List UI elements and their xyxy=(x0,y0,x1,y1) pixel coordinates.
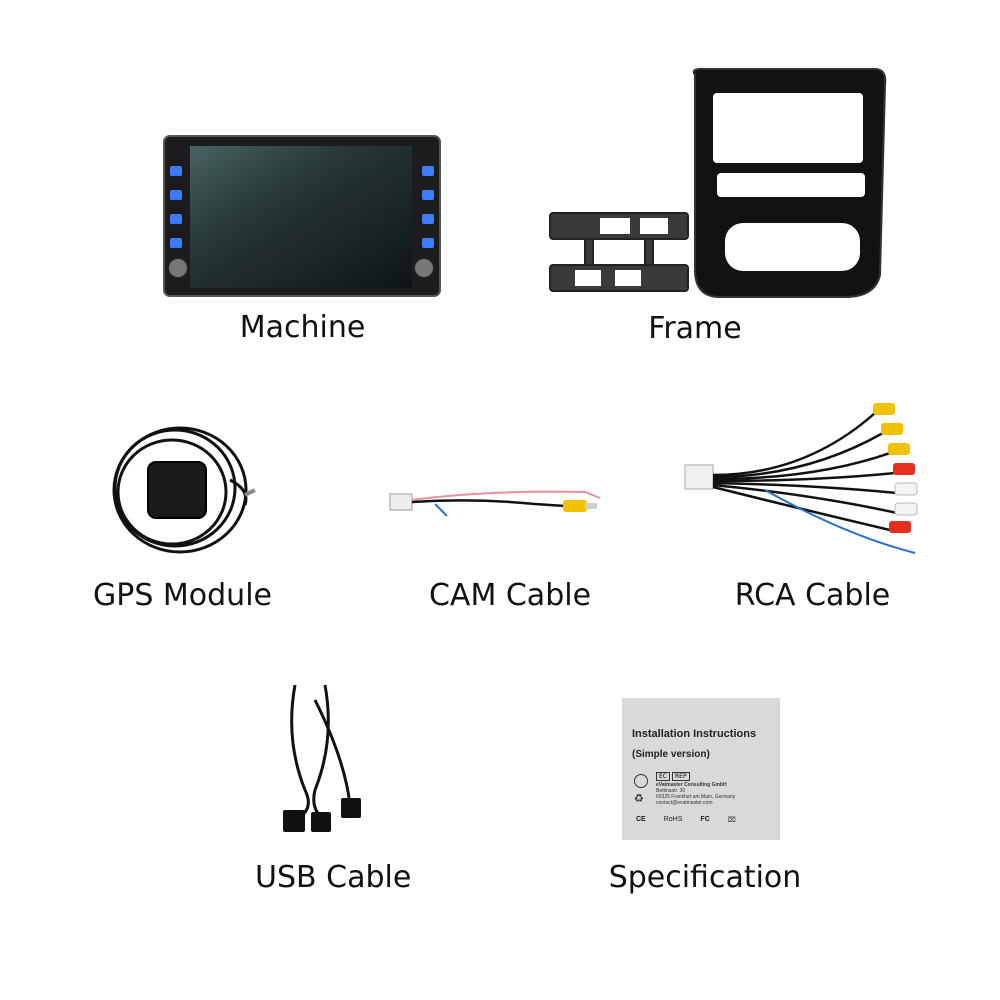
rep-badge: REP xyxy=(671,772,690,781)
spec-label: Specification xyxy=(608,860,802,895)
gps-antenna-image xyxy=(112,426,256,554)
ec-rep-badge: EC REP xyxy=(656,772,690,781)
weee-icon: ⌧ xyxy=(727,817,736,824)
cam-cable-image xyxy=(389,490,601,517)
compliance-marks: CE RoHS FC ⌧ xyxy=(636,816,736,824)
card-email: contact@evatmaster.com xyxy=(656,800,713,806)
card-subtitle: (Simple version) xyxy=(632,749,710,760)
usb-cable-image xyxy=(283,684,361,832)
head-unit-image xyxy=(163,135,441,297)
usb-item: USB Cable xyxy=(255,680,412,905)
rca-item: RCA Cable xyxy=(684,395,940,625)
rca-cable-image xyxy=(684,403,918,554)
ec-badge: EC xyxy=(656,772,670,781)
rca-label: RCA Cable xyxy=(734,578,891,613)
machine-label: Machine xyxy=(239,310,366,345)
manufacturer-icon xyxy=(634,774,648,788)
fc-mark: FC xyxy=(700,816,710,823)
card-city: 60325 Frankfurt am Main, Germany xyxy=(656,794,736,800)
machine-item: Machine xyxy=(160,130,445,345)
card-title: Installation Instructions xyxy=(632,728,757,740)
gps-label: GPS Module xyxy=(92,578,272,613)
recycle-icon: ♻ xyxy=(634,792,644,805)
card-address: eVatmaster Consulting GmbH Bettinastr. 3… xyxy=(656,782,735,806)
cam-item: CAM Cable xyxy=(385,470,635,620)
frame-label: Frame xyxy=(648,311,742,346)
cam-label: CAM Cable xyxy=(428,578,592,613)
card-street: Bettinastr. 30 xyxy=(656,788,686,794)
usb-label: USB Cable xyxy=(255,860,412,895)
frame-item: Frame xyxy=(545,65,890,365)
gps-item: GPS Module xyxy=(90,420,275,620)
rohs-mark: RoHS xyxy=(663,816,683,823)
frame-image xyxy=(549,67,887,298)
ce-mark: CE xyxy=(636,816,646,823)
card-company: eVatmaster Consulting GmbH xyxy=(656,782,727,788)
instruction-card: Installation Instructions (Simple versio… xyxy=(622,698,780,840)
spec-item: Installation Instructions (Simple versio… xyxy=(600,695,810,905)
